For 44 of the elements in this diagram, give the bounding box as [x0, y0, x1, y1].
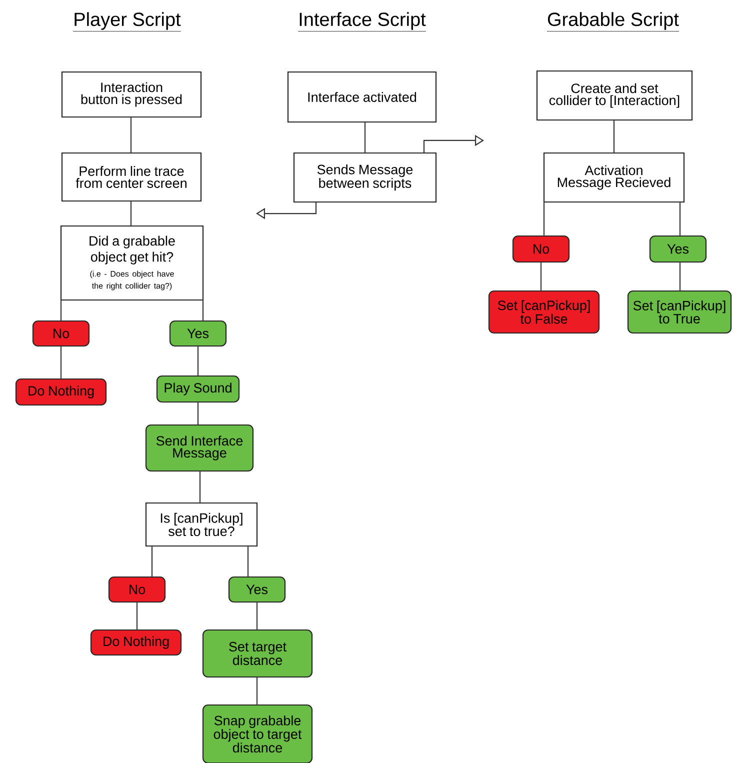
connector — [247, 546, 249, 576]
connector — [197, 402, 199, 424]
process-box: Activation Message Recieved — [543, 152, 685, 203]
no-box: Do Nothing — [15, 378, 107, 406]
connector — [679, 202, 681, 236]
yes-box: Snap grabable object to target distance — [202, 704, 313, 763]
connector — [60, 346, 62, 378]
connector — [60, 300, 62, 320]
connector — [679, 262, 681, 290]
column-heading: Player Script — [72, 12, 182, 32]
connector — [130, 202, 132, 226]
connector — [256, 602, 258, 630]
no-box: Set [canPickup] to False — [488, 290, 600, 334]
yes-box: Yes — [649, 235, 707, 263]
connector — [256, 678, 258, 704]
yes-box: Play Sound — [156, 375, 240, 403]
process-box: Sends Message between scripts — [293, 152, 437, 203]
process-box: Interaction button is pressed — [61, 71, 202, 118]
decision-box: Did a grabable object get hit? (i.e - Does object have the right collider tag?) — [60, 225, 204, 301]
process-box: Create and set collider to [Interaction] — [536, 70, 693, 121]
no-box: No — [32, 320, 90, 347]
decision-box: Is [canPickup] set to true? — [145, 502, 258, 547]
column-heading: Interface Script — [298, 12, 426, 32]
connector — [364, 122, 366, 152]
connector — [197, 346, 199, 376]
process-box: Perform line trace from center screen — [61, 152, 202, 202]
connector — [613, 120, 615, 152]
connector — [130, 118, 132, 152]
column-heading: Grabable Script — [546, 12, 680, 32]
connector — [202, 300, 204, 320]
yes-box: Yes — [169, 320, 227, 347]
connector — [136, 602, 138, 630]
no-box: No — [108, 576, 166, 603]
process-box: Interface activated — [287, 71, 437, 123]
connector — [199, 472, 201, 502]
no-box: No — [512, 235, 570, 263]
yes-box: Set [canPickup] to True — [627, 290, 732, 334]
yes-box: Set target distance — [202, 629, 313, 678]
connector — [543, 202, 545, 236]
yes-box: Yes — [228, 576, 286, 603]
yes-box: Send Interface Message — [145, 424, 254, 472]
connector — [151, 546, 153, 576]
connector — [540, 262, 542, 290]
no-box: Do Nothing — [90, 629, 182, 656]
